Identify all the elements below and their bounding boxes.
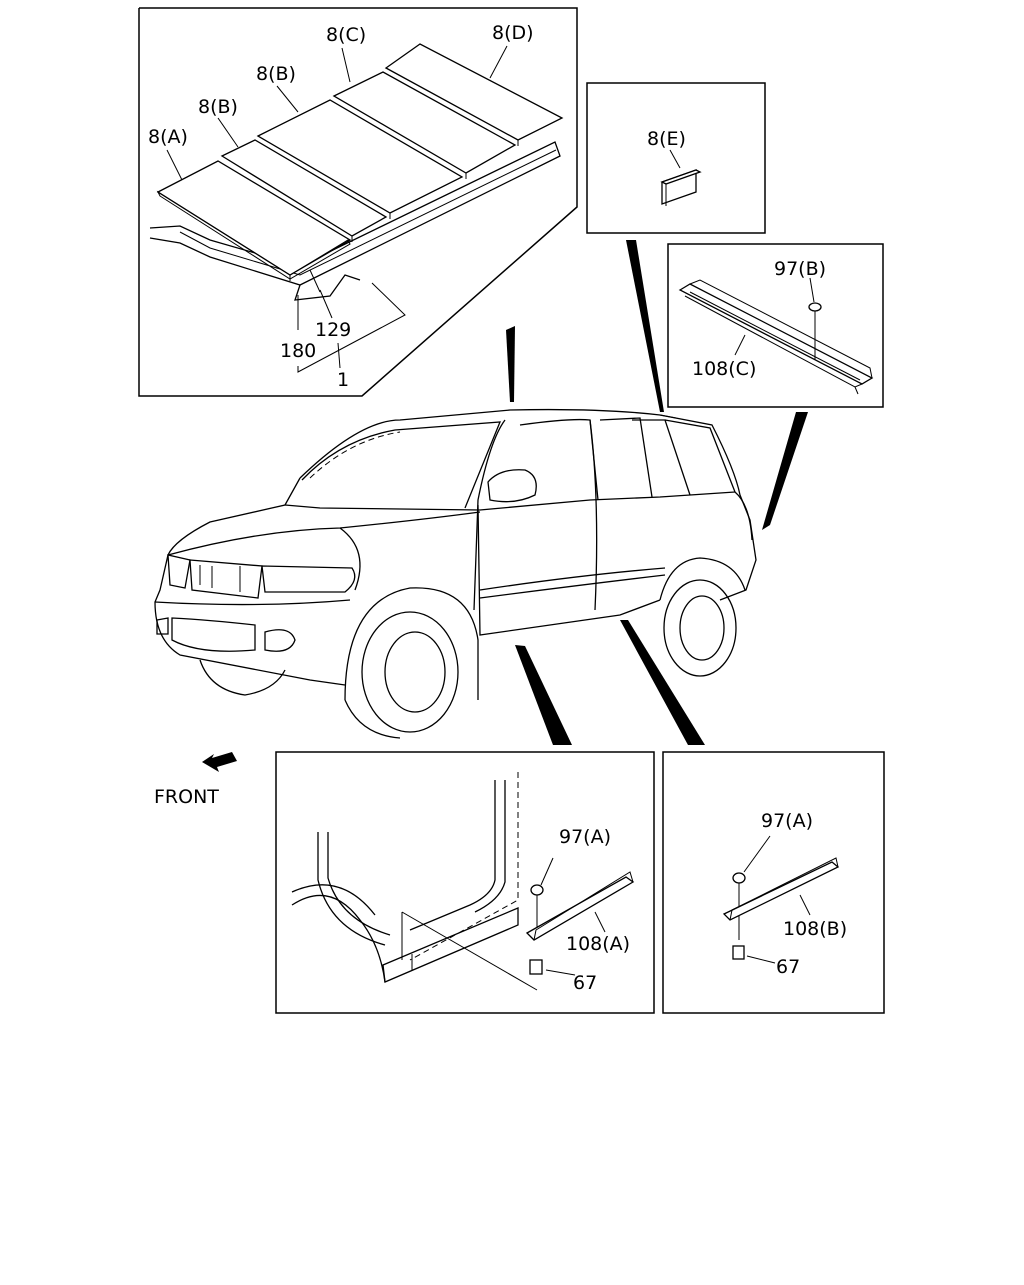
label-8c: 8(C) <box>326 24 366 46</box>
roof-panel-inset <box>138 7 578 397</box>
part-8e-inset <box>586 82 766 234</box>
vehicle-illustration <box>154 408 757 739</box>
label-180: 180 <box>280 340 316 362</box>
label-8b-upper: 8(B) <box>256 63 296 85</box>
label-108b: 108(B) <box>783 918 847 940</box>
part-108c-inset <box>667 243 884 408</box>
label-97a-left: 97(A) <box>559 826 611 848</box>
callout-pointers <box>506 240 808 745</box>
label-front: FRONT <box>154 786 219 808</box>
label-97b: 97(B) <box>774 258 826 280</box>
label-8b-lower: 8(B) <box>198 96 238 118</box>
label-97a-right: 97(A) <box>761 810 813 832</box>
part-108a-inset <box>275 751 655 1014</box>
part-108b-inset <box>662 751 885 1014</box>
label-67-right: 67 <box>776 956 800 978</box>
label-8d: 8(D) <box>492 22 534 44</box>
label-67-left: 67 <box>573 972 597 994</box>
label-129: 129 <box>315 319 351 341</box>
arrow-front-icon <box>202 752 237 772</box>
label-108a: 108(A) <box>566 933 630 955</box>
label-8a: 8(A) <box>148 126 188 148</box>
label-1: 1 <box>337 369 349 391</box>
label-108c: 108(C) <box>692 358 756 380</box>
label-8e: 8(E) <box>647 128 686 150</box>
